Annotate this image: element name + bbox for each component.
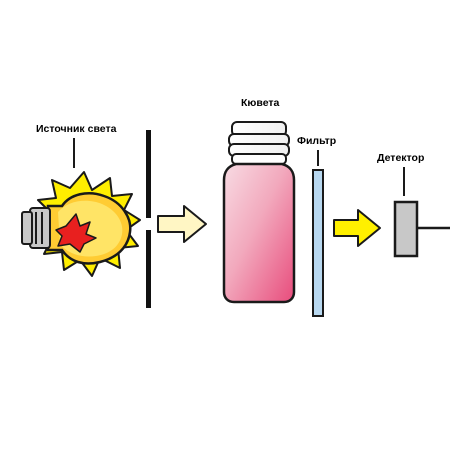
detector-box xyxy=(393,200,419,258)
socket-base xyxy=(21,211,33,245)
slit-upper-plate xyxy=(146,130,151,218)
cuvette-neck xyxy=(231,153,287,165)
detector: Детектор xyxy=(377,152,450,258)
filter-label: Фильтр xyxy=(297,135,336,147)
detector-label: Детектор xyxy=(377,152,424,164)
cuvette: Кювета xyxy=(222,97,296,304)
light-arrow-1 xyxy=(157,205,207,243)
filter: Фильтр xyxy=(297,135,336,317)
source-label: Источник света xyxy=(36,123,117,135)
cuvette-body xyxy=(222,162,296,304)
filter-plate xyxy=(312,169,324,317)
slit-lower-plate xyxy=(146,230,151,308)
cuvette-label: Кювета xyxy=(241,97,280,109)
slit-barrier xyxy=(146,130,151,308)
bulb-flame xyxy=(55,213,97,253)
light-arrow-2 xyxy=(333,209,381,247)
light-source: Источник света xyxy=(21,123,141,277)
